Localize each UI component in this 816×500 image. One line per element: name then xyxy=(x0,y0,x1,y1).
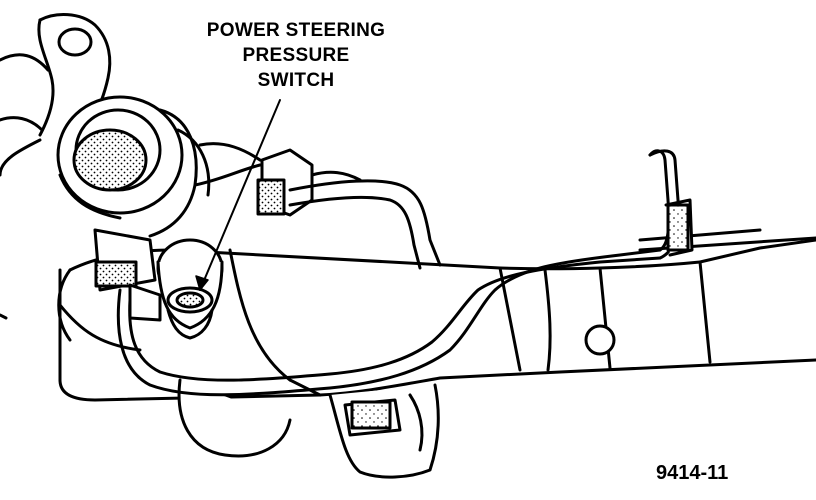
pinion-housing xyxy=(0,95,262,238)
rack-housing xyxy=(57,228,816,402)
callout-line-1: POWER STEERING xyxy=(206,20,386,41)
callout-label: POWER STEERING PRESSURE SWITCH xyxy=(186,18,406,93)
figure-number: 9414-11 xyxy=(656,462,729,484)
line-fitting-left xyxy=(93,228,162,322)
edge-mark xyxy=(0,313,8,320)
callout-leader xyxy=(195,99,281,291)
hydraulic-lines xyxy=(116,149,694,397)
pressure-switch xyxy=(156,238,224,340)
line-fitting-upper xyxy=(256,148,362,217)
callout-line-2: PRESSURE xyxy=(242,45,350,66)
callout-line-3: SWITCH xyxy=(257,70,335,91)
valve-body-lower xyxy=(177,378,440,479)
